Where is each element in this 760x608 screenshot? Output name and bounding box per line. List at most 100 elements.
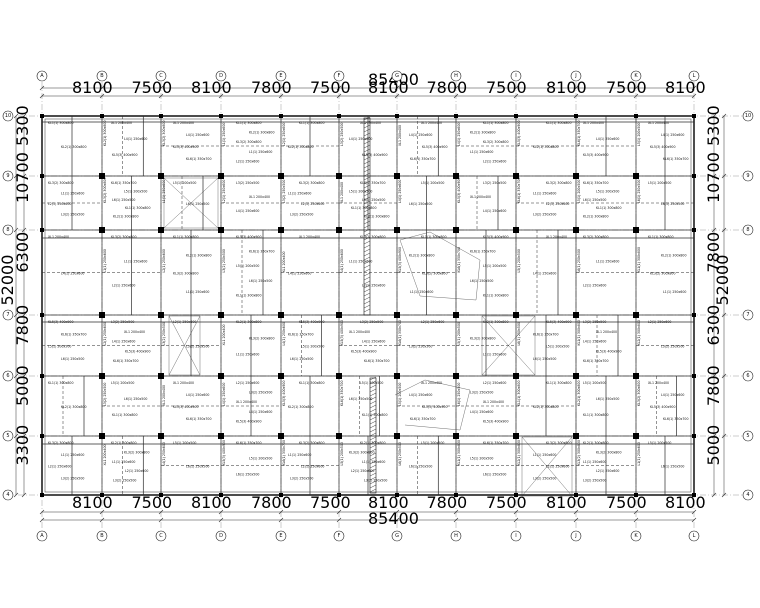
shaft-hatch (369, 428, 377, 433)
bottom-span-label: 7500 (486, 493, 527, 512)
column-B6 (99, 373, 105, 379)
left-span-dim-tick (21, 312, 27, 318)
column-L8 (692, 228, 696, 232)
beam-label: L5(1) 200x500 (173, 441, 196, 445)
shaft-hatch (363, 232, 371, 237)
beam-label: L6(1) 250x500 (61, 357, 84, 361)
column-E7 (278, 312, 284, 318)
bottom-span-dim-tick (158, 509, 164, 515)
shaft-hatch (363, 288, 371, 293)
right-total-dim-tick (721, 227, 727, 233)
beam-label: L3(2) 250x500 (583, 479, 606, 483)
beam-label: L6(1) 250x500 (290, 357, 313, 361)
column-A10 (40, 114, 44, 118)
column-G6 (394, 373, 400, 379)
top-span-label: 8100 (546, 78, 587, 97)
beam-label-vertical: L4(1) 250x600 (282, 322, 286, 345)
shaft-hatch (363, 268, 371, 273)
beam-label-vertical: L2(1) 250x600 (103, 322, 107, 345)
column-H9 (453, 173, 459, 179)
beam-label: L2(1) 250x600 (546, 202, 569, 206)
beam-label: L6(1) 250x500 (533, 357, 556, 361)
beam-label: KL6(1) 350x700 (360, 181, 385, 185)
beam-label: XL1 200x400 (470, 195, 491, 199)
beam-label: KL6(1) 350x700 (186, 417, 211, 421)
beam-label: KL3(2) 300x800 (546, 181, 571, 185)
beam-label: KL1(1) 300x800 (483, 121, 508, 125)
beam-label-vertical: KL5(3) 400x900 (340, 320, 344, 345)
bottom-span-dim-tick (278, 509, 284, 515)
right-total-dim-tick (721, 492, 727, 498)
shaft-hatch (369, 456, 377, 461)
beam-label: KL6(1) 350x700 (533, 332, 558, 336)
bottom-span-dim-tick (99, 509, 105, 515)
beam-label: L4(1) 250x600 (112, 340, 135, 344)
beam-label: L5(1) 200x500 (111, 381, 134, 385)
column-I8 (513, 227, 519, 233)
beam-label-vertical: L5(1) 200x500 (637, 123, 641, 146)
column-B8 (99, 227, 105, 233)
axis-bubble-top-G-circle (391, 70, 403, 82)
bottom-span-dim-tick (633, 509, 639, 515)
beam-label-vertical: KL6(1) 350x700 (398, 320, 402, 345)
beam-label: L3(2) 250x500 (483, 181, 506, 185)
axis-bubble-left-7: 7 (2, 309, 14, 321)
beam-label: L5(1) 200x500 (301, 345, 324, 349)
beam-label: KL2(1) 300x800 (249, 131, 274, 135)
beam-label: XL1 200x400 (648, 121, 669, 125)
beam-label-vertical: L5(1) 200x500 (577, 180, 581, 203)
bottom-total-dim-tick (633, 517, 639, 523)
axis-bubble-top-K-text: K (634, 73, 638, 79)
beam-label-vertical: XL1 200x400 (282, 251, 286, 272)
axis-bubble-top-A-text: A (40, 73, 44, 79)
beam-label-vertical: L5(1) 200x500 (457, 322, 461, 345)
bottom-span-dim-tick (513, 509, 519, 515)
beam-label: KL5(3) 400x900 (583, 153, 608, 157)
beam-label: KL3(2) 300x800 (349, 450, 374, 454)
axis-bubble-bottom-F-circle (333, 530, 345, 542)
shaft-hatch (363, 236, 371, 241)
beam-label: KL3(2) 300x800 (249, 336, 274, 340)
axis-bubble-left-4-text: 4 (6, 492, 9, 498)
shaft-hatch (363, 156, 371, 161)
beam-label: KL6(1) 350x700 (663, 417, 688, 421)
bottom-span-label: 8100 (368, 493, 409, 512)
beam-label: XL1 200x400 (349, 330, 370, 334)
axis-bubble-top-G-text: G (395, 73, 399, 79)
axis-bubble-top-C-text: C (159, 73, 163, 79)
axis-bubble-top-B-circle (96, 70, 108, 82)
right-span-label: 7800 (704, 365, 723, 406)
beam-label: L1(1) 250x600 (663, 290, 686, 294)
beam-label: XL1 200x400 (111, 121, 132, 125)
shaft-hatch (369, 440, 377, 445)
axis-bubble-left-6: 6 (2, 370, 14, 382)
beam-label-vertical: KL6(1) 350x700 (457, 247, 461, 272)
beam-label: KL2(1) 300x800 (470, 131, 495, 135)
beam-label: KL3(2) 300x800 (124, 450, 149, 454)
axis-bubble-left-9: 9 (2, 170, 14, 182)
shaft-hatch (363, 284, 371, 289)
beam-label-vertical: L2(1) 250x600 (282, 123, 286, 146)
top-span-label: 7500 (606, 78, 647, 97)
beam-label: KL3(2) 300x800 (48, 181, 73, 185)
beam-label: KL3(2) 300x800 (299, 441, 324, 445)
beam-label: L2(1) 250x600 (236, 381, 259, 385)
beam-label: L2(1) 250x600 (48, 202, 71, 206)
axis-bubble-bottom-D-text: D (219, 533, 223, 539)
shaft-hatch (369, 480, 377, 485)
right-total-label: 52000 (713, 255, 732, 306)
top-total-dim-tick (336, 85, 342, 91)
beam-label: L5(1) 200x500 (360, 381, 383, 385)
axis-bubble-top-F: F (333, 70, 345, 82)
axis-bubble-left-8: 8 (2, 224, 14, 236)
shaft-hatch (363, 252, 371, 257)
beam-label-vertical: L4(1) 250x600 (457, 123, 461, 146)
shaft-hatch (363, 260, 371, 265)
beam-label: KL2(1) 300x800 (111, 441, 136, 445)
beam-label: KL3(2) 300x800 (360, 235, 385, 239)
axis-bubble-top-K-circle (630, 70, 642, 82)
column-F7 (336, 312, 342, 318)
column-A9 (40, 174, 44, 178)
top-span-label: 8100 (665, 78, 706, 97)
